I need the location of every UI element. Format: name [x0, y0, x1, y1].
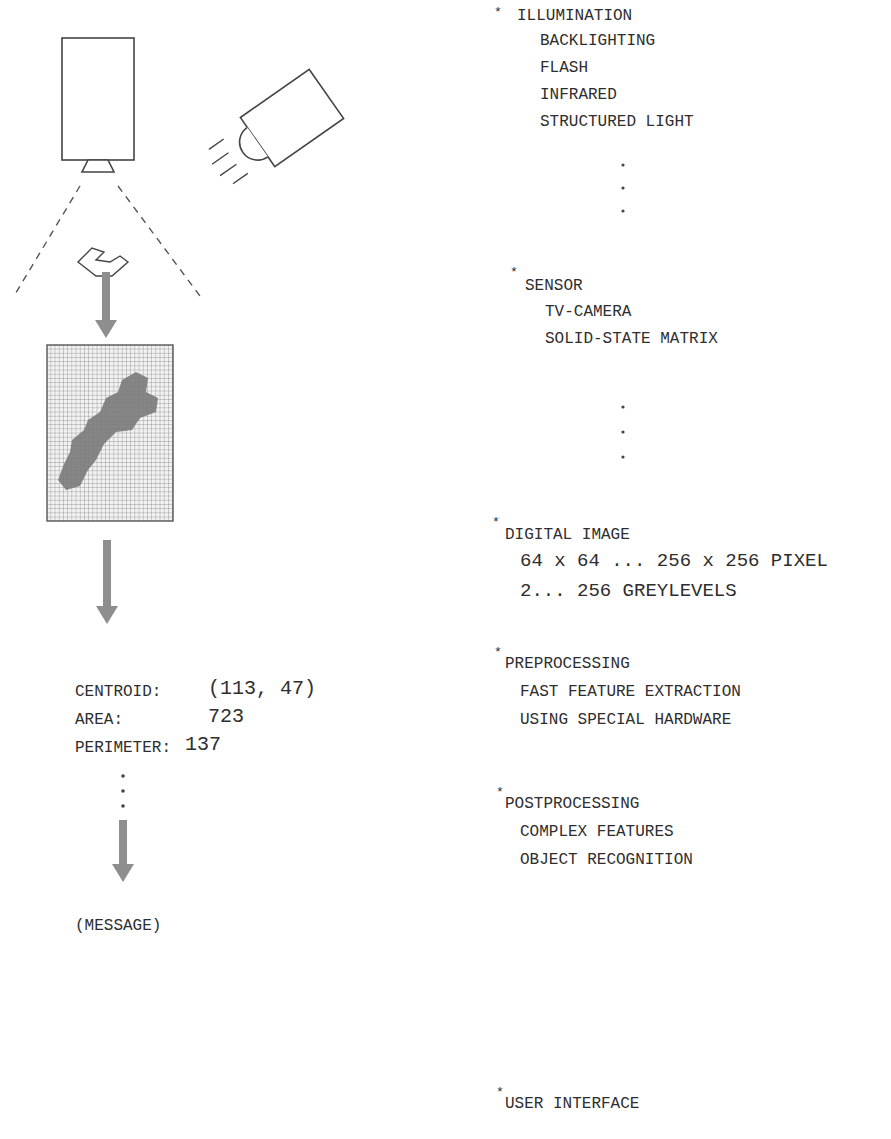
- item-text: INFRARED: [540, 87, 617, 105]
- feature-value: 137: [185, 734, 221, 756]
- output-message: (MESSAGE): [75, 918, 161, 936]
- pixel-grid: [47, 345, 173, 521]
- item-text: 64 x 64 ... 256 x 256 PIXEL: [520, 551, 828, 572]
- camera-lens: [82, 160, 114, 172]
- feature-value: 723: [208, 706, 244, 728]
- flow-arrow: [96, 540, 118, 624]
- flow-arrow: [95, 272, 117, 338]
- item-text: TV-CAMERA: [545, 304, 631, 322]
- object-outline: [78, 248, 128, 276]
- bullet-mark: *: [494, 6, 502, 20]
- section-heading: USER INTERFACE: [505, 1096, 639, 1114]
- section-heading: DIGITAL IMAGE: [505, 527, 630, 545]
- item-text: SOLID-STATE MATRIX: [545, 331, 718, 349]
- item-text: OBJECT RECOGNITION: [520, 852, 693, 870]
- feature-name: PERIMETER:: [75, 740, 171, 758]
- item-text: COMPLEX FEATURES: [520, 824, 674, 842]
- field-of-view-line: [14, 186, 80, 296]
- section-heading: SENSOR: [525, 278, 583, 296]
- item-text: 2... 256 GREYLEVELS: [520, 581, 737, 602]
- item-text: FAST FEATURE EXTRACTION: [520, 684, 741, 702]
- camera-body: [62, 38, 134, 160]
- section-heading: ILLUMINATION: [517, 8, 632, 26]
- item-text: USING SPECIAL HARDWARE: [520, 712, 731, 730]
- section-heading: POSTPROCESSING: [505, 796, 639, 814]
- field-of-view-line: [118, 186, 200, 296]
- feature-name: AREA:: [75, 712, 123, 730]
- feature-value: (113, 47): [208, 678, 316, 700]
- bullet-mark: *: [492, 516, 500, 530]
- bullet-mark: *: [496, 786, 504, 800]
- item-text: FLASH: [540, 60, 588, 78]
- lamp: [199, 69, 343, 195]
- item-text: BACKLIGHTING: [540, 33, 655, 51]
- section-heading: PREPROCESSING: [505, 656, 630, 674]
- object-blob: [58, 372, 158, 490]
- feature-name: CENTROID:: [75, 684, 161, 702]
- bullet-mark: *: [494, 646, 502, 660]
- flow-arrow: [112, 820, 134, 882]
- bullet-mark: *: [496, 1086, 504, 1100]
- bullet-mark: *: [510, 266, 518, 280]
- item-text: STRUCTURED LIGHT: [540, 114, 694, 132]
